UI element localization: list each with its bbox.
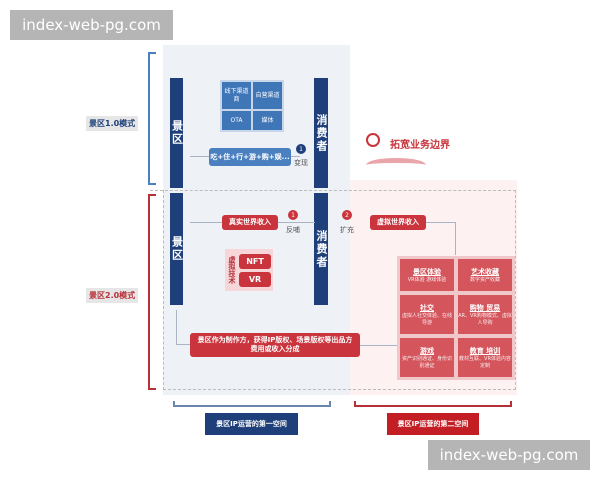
step-expand-label: 扩充 <box>340 226 354 234</box>
step-1-label: 变现 <box>294 159 308 167</box>
virtual-cell: 艺术收藏数字资产收藏 <box>458 259 512 291</box>
scenic-bar-2: 景区 <box>170 193 184 305</box>
mode-v1-label: 景区1.0模式 <box>86 116 139 131</box>
mode-v2-label: 景区2.0模式 <box>86 288 139 303</box>
consumer-bar-2: 消费者 <box>314 193 328 305</box>
divider <box>150 190 516 191</box>
nft-box: NFT <box>239 253 271 269</box>
real-income-pill: 真实世界收入 <box>222 215 278 230</box>
vr-box: VR <box>239 271 271 287</box>
bracket-v1 <box>148 52 156 185</box>
arrow-icon <box>366 158 426 172</box>
virtual-cell: 游戏资产识别通证、身份识别通证 <box>400 338 454 377</box>
ip-revenue-pill: 景区作为制作方，获得IP版权、场景版权等出品方费用或收入分成 <box>190 333 360 357</box>
expand-title: 拓宽业务边界 <box>390 140 450 151</box>
virtual-cell: 教育 培训教材互联、VR体验内容定制 <box>458 338 512 377</box>
connector <box>426 222 456 255</box>
step-feedback-label: 反哺 <box>286 226 300 234</box>
virtual-cell: 社交虚拟人社交体验、在线导游 <box>400 295 454 334</box>
consumption-pill: 吃+住+行+游+购+娱... <box>209 148 291 166</box>
space1-label: 景区IP运营的第一空间 <box>205 413 298 435</box>
watermark-bottom: index-web-pg.com <box>428 440 590 470</box>
step-feedback-badge: 1 <box>288 210 298 220</box>
lightbulb-icon <box>366 133 380 147</box>
connector <box>360 345 400 346</box>
bracket-space1 <box>173 401 331 407</box>
bracket-v2 <box>148 194 156 390</box>
watermark-top: index-web-pg.com <box>10 10 173 40</box>
virtual-tech-box: 虚拟技术 NFT VR <box>225 249 273 291</box>
connector <box>176 310 191 345</box>
channel-grid: 线下渠道商 自营渠道 OTA 媒体 <box>220 80 284 132</box>
step-1-badge: 1 <box>296 144 306 154</box>
virtual-tech-label: 虚拟技术 <box>228 256 236 284</box>
virtual-income-pill: 虚拟世界收入 <box>370 215 426 230</box>
channel-cell: 线下渠道商 <box>222 82 251 109</box>
channel-cell: OTA <box>222 111 251 130</box>
channel-cell: 自营渠道 <box>253 82 282 109</box>
scenic-bar-1: 景区 <box>170 78 184 188</box>
space2-label: 景区IP运营的第二空间 <box>387 413 479 435</box>
dashed-frame <box>163 190 516 390</box>
step-expand-badge: 2 <box>342 210 352 220</box>
channel-cell: 媒体 <box>253 111 282 130</box>
bracket-space2 <box>354 401 512 407</box>
consumer-bar-1: 消费者 <box>314 78 328 188</box>
